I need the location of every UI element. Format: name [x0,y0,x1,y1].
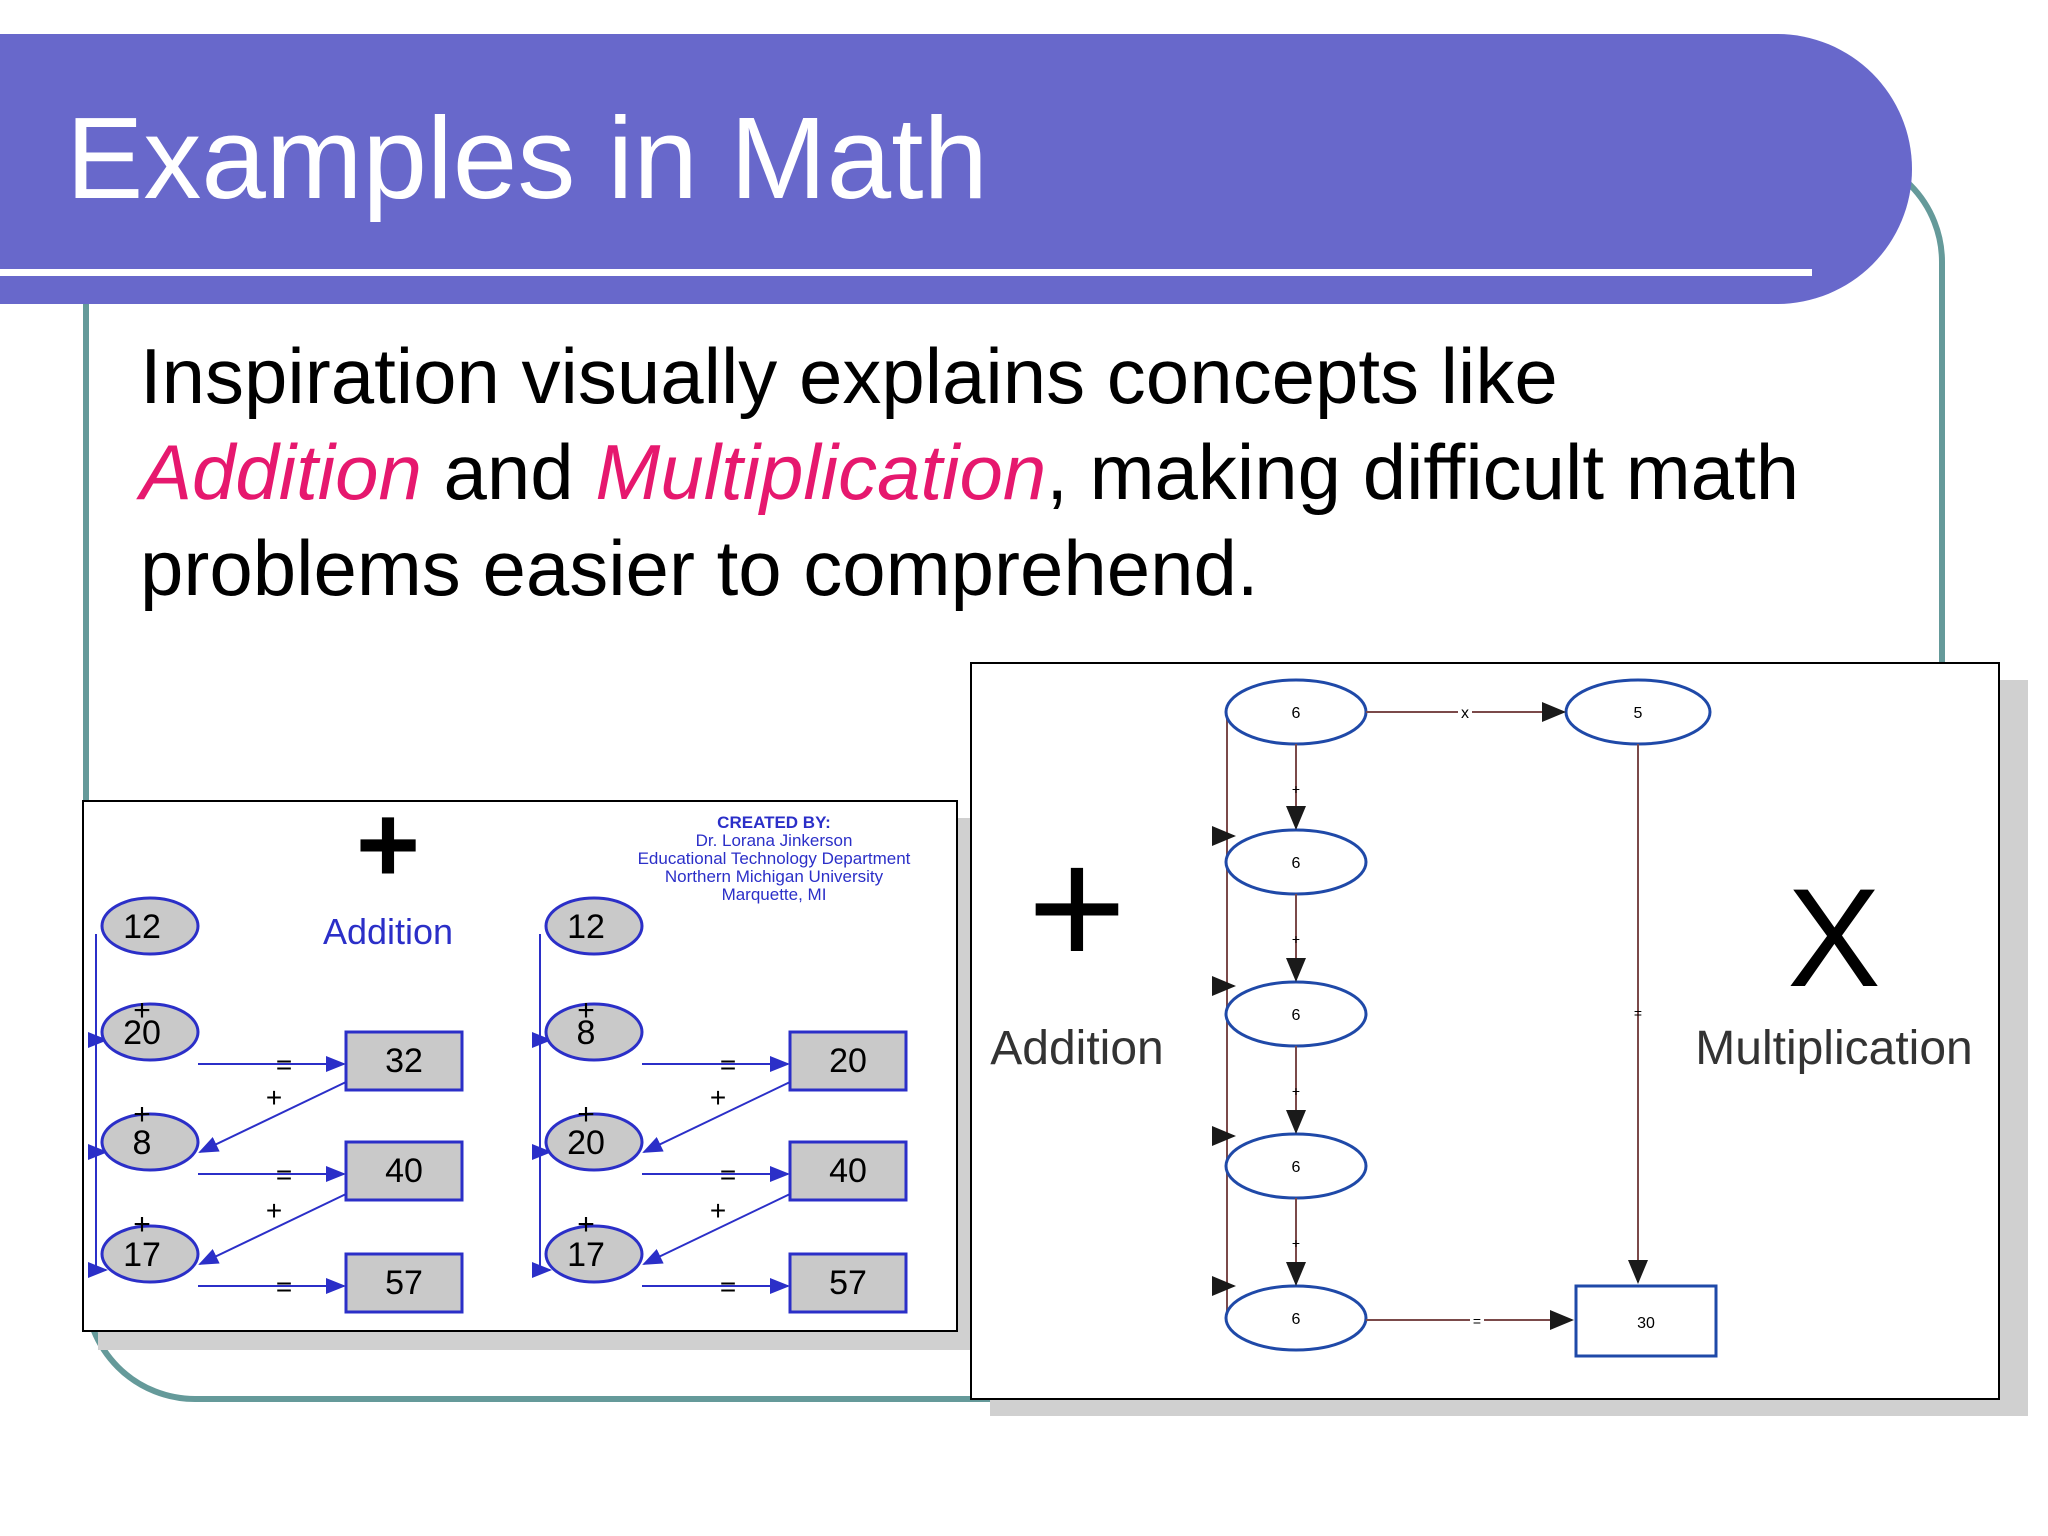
addition-caption: Addition [323,911,453,952]
addend-node: 12 [123,908,161,946]
equals-sign: = [720,1271,736,1302]
addition-diagram-image: + Addition CREATED BY: Dr. Lorana Jinker… [82,783,958,1332]
addend-node: 12 [567,908,605,946]
title-underline [0,269,1812,276]
equals-sign: = [276,1049,292,1080]
addend-node: 17 [123,1236,161,1274]
equals-sign: = [1634,1005,1642,1021]
node-value: 6 [1292,1159,1301,1176]
result-value: 30 [1637,1315,1655,1332]
addition-group-2: 12 8 20 17 + + + 20 40 57 = = = + + [532,896,908,1314]
equals-sign: = [1473,1313,1481,1329]
plus-sign: + [1292,781,1300,797]
term-multiplication: Multiplication [595,428,1047,516]
six-nodes: 6 6 6 6 6 [1224,678,1368,1352]
plus-sign: + [266,1082,282,1113]
equals-sign: = [720,1159,736,1190]
equals-sign: = [720,1049,736,1080]
multiplication-diagram: + Addition X Multiplication 6 6 6 6 6 + … [990,678,1973,1358]
sum-box: 20 [829,1042,867,1080]
node-value: 6 [1292,705,1301,722]
times-sign: x [1461,705,1469,722]
body-rest: , making difficult math [1046,428,1800,516]
addend-node: 20 [123,1014,161,1052]
plus-sign: + [1292,1235,1300,1251]
sum-box: 40 [829,1152,867,1190]
body-line-2: Addition and Multiplication, making diff… [140,424,1920,520]
credit-line: CREATED BY: [717,813,831,832]
credit-line: Northern Michigan University [665,867,884,886]
sum-box: 40 [385,1152,423,1190]
addition-plus-icon: + [1027,813,1126,1003]
node-value: 6 [1292,855,1301,872]
addend-node: 8 [577,1014,596,1052]
node-value: 6 [1292,1311,1301,1328]
factor-value: 5 [1634,705,1643,722]
plus-sign: + [710,1195,726,1226]
credit-line: Dr. Lorana Jinkerson [696,831,853,850]
result-box [1574,1284,1718,1358]
addend-node: 8 [133,1124,152,1162]
sum-box: 57 [829,1264,867,1302]
equals-sign: = [276,1271,292,1302]
plus-sign: + [266,1195,282,1226]
plus-sign: + [710,1082,726,1113]
body-line-3: problems easier to comprehend. [140,524,1259,612]
equals-sign: = [276,1159,292,1190]
plus-sign: + [133,994,151,1027]
title-bar [0,34,1912,304]
plus-sign: + [577,1098,595,1131]
term-addition: Addition [140,428,422,516]
credit-line: Educational Technology Department [638,849,911,868]
addition-group-1: 12 20 8 17 + + + 32 40 57 = = = + + [88,896,464,1314]
plus-icon: + [356,802,420,906]
plus-sign: + [1292,931,1300,947]
credit-line: Marquette, MI [722,885,827,904]
plus-sign: + [577,1208,595,1241]
sum-box: 32 [385,1042,423,1080]
addend-node: 20 [567,1124,605,1162]
plus-sign: + [133,1208,151,1241]
body-line-1: Inspiration visually explains concepts l… [140,332,1558,420]
multiplication-x-icon: X [1787,859,1880,1016]
node-value: 6 [1292,1007,1301,1024]
plus-sign: + [133,1098,151,1131]
addend-node: 17 [567,1236,605,1274]
plus-sign: + [577,994,595,1027]
addition-label: Addition [990,1022,1163,1075]
sum-box: 57 [385,1264,423,1302]
slide-title: Examples in Math [66,93,988,223]
multiplication-diagram-image: + Addition X Multiplication 6 6 6 6 6 + … [970,662,2000,1400]
addition-diagram: + Addition CREATED BY: Dr. Lorana Jinker… [88,783,911,1314]
body-text: Inspiration visually explains concepts l… [140,328,1920,616]
plus-sign: + [1292,1083,1300,1099]
body-and: and [421,428,596,516]
multiplication-label: Multiplication [1695,1022,1972,1075]
